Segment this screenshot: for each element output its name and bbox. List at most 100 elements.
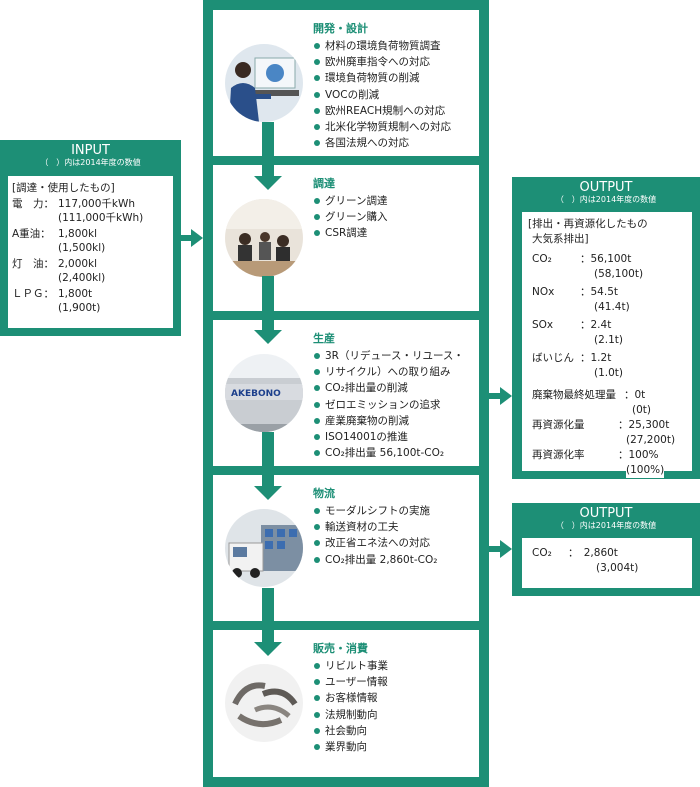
output1-label: 再資源化率 xyxy=(532,449,585,461)
output1-heading: 大気系排出] xyxy=(532,233,589,245)
list-item: 北米化学物質規制への対応 xyxy=(313,119,451,135)
input-arrow-right-icon xyxy=(191,229,203,247)
brake-shoes-photo xyxy=(225,664,303,742)
stage-title: 生産 xyxy=(313,332,335,345)
list-item: 欧州REACH規制への対応 xyxy=(313,103,451,119)
list-item: CSR調達 xyxy=(313,225,387,241)
output1-value: ：1.2t xyxy=(580,352,612,364)
output2-title: OUTPUT xyxy=(579,506,633,521)
output1-prev-value: (27,200t) xyxy=(626,434,676,446)
output1-note: （ ）内は2014年度の数値 xyxy=(555,195,657,204)
list-item: 産業廃棄物の削減 xyxy=(313,413,464,429)
list-item: VOCの削減 xyxy=(313,87,451,103)
output1-prev-value: (2.1t) xyxy=(594,334,624,346)
output1-heading: [排出・再資源化したもの xyxy=(528,218,648,230)
list-item: グリーン購入 xyxy=(313,209,387,225)
output1-label: 廃棄物最終処理量 xyxy=(532,389,616,401)
list-item: ISO14001の推進 xyxy=(313,429,464,445)
list-item: 欧州廃車指令への対応 xyxy=(313,54,451,70)
output1-label: ばいじん xyxy=(532,352,574,364)
svg-text:AKEBONO: AKEBONO xyxy=(231,389,281,399)
list-item: グリーン調達 xyxy=(313,193,387,209)
input-prev-value: (111,000千kWh) xyxy=(58,212,144,224)
output2-content: CO₂ ： 2,860t (3,004t) xyxy=(522,538,692,588)
input-label: A重油： xyxy=(12,228,51,240)
output2-arrow-right-icon xyxy=(500,540,512,558)
input-value: 117,000千kWh xyxy=(58,198,136,210)
input-title: INPUT xyxy=(71,143,110,158)
list-item: 法規制動向 xyxy=(313,707,388,723)
stage-procurement: 調達 グリーン調達 グリーン購入 CSR調達 xyxy=(213,165,479,311)
list-item: 業界動向 xyxy=(313,739,388,755)
designer-at-computer-photo xyxy=(225,44,303,122)
output-box-1: OUTPUT （ ）内は2014年度の数値 [排出・再資源化したもの 大気系排出… xyxy=(512,177,700,479)
output2-arrow-shaft xyxy=(489,546,501,552)
output1-prev-value: (1.0t) xyxy=(594,367,624,379)
output1-value: ：2.4t xyxy=(580,319,612,331)
output1-value: ：0t xyxy=(624,389,646,401)
list-item: CO₂排出量の削減 xyxy=(313,380,464,396)
output1-prev-value: (100%) xyxy=(626,463,665,478)
stage-title: 開発・設計 xyxy=(313,22,368,35)
output2-header: OUTPUT （ ）内は2014年度の数値 xyxy=(512,503,700,531)
list-item: リサイクル）への取り組み xyxy=(313,364,464,380)
list-item-continued: リサイクル）への取り組み xyxy=(325,366,451,379)
output1-value: ：100% xyxy=(618,449,659,461)
output1-value: ：54.5t xyxy=(580,286,618,298)
flow-arrow-shaft xyxy=(262,432,274,486)
stage-items: モーダルシフトの実施 輸送資材の工夫 改正省エネ法への対応 CO₂排出量 2,8… xyxy=(313,503,437,568)
flow-arrow-shaft xyxy=(262,276,274,330)
output1-value: ：25,300t xyxy=(618,419,670,431)
input-note: （ ）内は2014年度の数値 xyxy=(40,158,141,167)
list-item: 改正省エネ法への対応 xyxy=(313,535,437,551)
output1-title: OUTPUT xyxy=(579,180,633,195)
list-item: 3R（リデュース・リユース・ xyxy=(313,348,464,364)
list-item: ゼロエミッションの追求 xyxy=(313,397,464,413)
output1-label: 再資源化量 xyxy=(532,419,585,431)
stage-development: 開発・設計 材料の環境負荷物質調査 欧州廃車指令への対応 環境負荷物質の削減 V… xyxy=(213,10,479,156)
input-header: INPUT （ ）内は2014年度の数値 xyxy=(0,140,181,168)
list-item: お客様情報 xyxy=(313,690,388,706)
output1-arrow-right-icon xyxy=(500,387,512,405)
stage-items: リビルト事業 ユーザー情報 お客様情報 法規制動向 社会動向 業界動向 xyxy=(313,658,388,755)
input-box: INPUT （ ）内は2014年度の数値 [調達・使用したもの] 電 力： 11… xyxy=(0,140,181,336)
flow-arrow-down-icon xyxy=(254,330,282,344)
list-item: ユーザー情報 xyxy=(313,674,388,690)
list-item: CO₂排出量 56,100t-CO₂ xyxy=(313,445,464,461)
truck-loading-photo xyxy=(225,509,303,587)
output1-label: NOx xyxy=(532,286,555,298)
output1-header: OUTPUT （ ）内は2014年度の数値 xyxy=(512,177,700,205)
stage-sales: 販売・消費 リビルト事業 ユーザー情報 お客様情報 法規制動向 社会動向 業界動… xyxy=(213,630,479,777)
factory-building-photo: AKEBONO xyxy=(225,354,303,432)
flow-arrow-down-icon xyxy=(254,486,282,500)
flow-arrow-down-icon xyxy=(254,176,282,190)
list-item: モーダルシフトの実施 xyxy=(313,503,437,519)
output1-prev-value: (0t) xyxy=(632,404,651,416)
input-value: 2,000kl xyxy=(58,258,98,270)
output-box-2: OUTPUT （ ）内は2014年度の数値 CO₂ ： 2,860t (3,00… xyxy=(512,503,700,596)
input-content: [調達・使用したもの] 電 力： 117,000千kWh (111,000千kW… xyxy=(8,176,173,328)
list-item: CO₂排出量 2,860t-CO₂ xyxy=(313,552,437,568)
flow-arrow-shaft xyxy=(262,588,274,642)
input-prev-value: (2,400kl) xyxy=(58,272,106,284)
list-item: 材料の環境負荷物質調査 xyxy=(313,38,451,54)
list-item: 各国法規への対応 xyxy=(313,135,451,151)
output1-arrow-shaft xyxy=(489,393,501,399)
output2-value: ： 2,860t xyxy=(568,547,618,559)
output1-value: ：56,100t xyxy=(580,253,632,265)
input-label: ＬＰＧ： xyxy=(12,288,54,300)
output1-label: CO₂ xyxy=(532,253,552,265)
output2-note: （ ）内は2014年度の数値 xyxy=(555,521,657,530)
output2-label: CO₂ xyxy=(532,547,552,559)
output1-prev-value: (58,100t) xyxy=(594,268,644,280)
stage-title: 販売・消費 xyxy=(313,642,368,655)
list-item: 輸送資材の工夫 xyxy=(313,519,437,535)
list-item: 社会動向 xyxy=(313,723,388,739)
input-value: 1,800t xyxy=(58,288,93,300)
stage-items: 材料の環境負荷物質調査 欧州廃車指令への対応 環境負荷物質の削減 VOCの削減 … xyxy=(313,38,451,151)
list-item: リビルト事業 xyxy=(313,658,388,674)
input-label: 灯 油： xyxy=(12,258,54,270)
flow-arrow-down-icon xyxy=(254,642,282,656)
input-prev-value: (1,500kl) xyxy=(58,242,106,254)
output2-prev-value: (3,004t) xyxy=(596,562,639,574)
